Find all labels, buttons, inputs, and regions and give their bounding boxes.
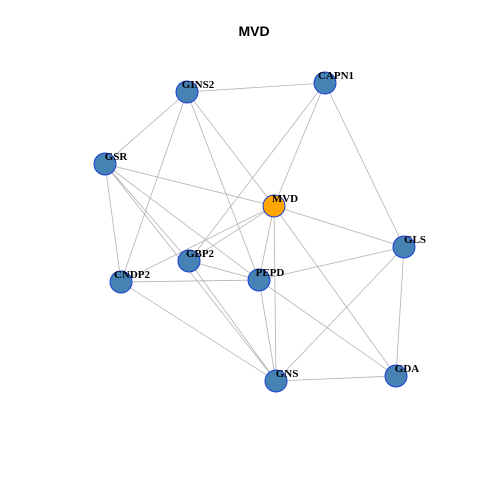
- node-label-gns: GNS: [276, 368, 299, 380]
- node-gbp2: GBP2: [177, 248, 215, 273]
- edge-gbp2-pepd: [188, 260, 260, 281]
- edge-capn1-gls: [324, 82, 405, 248]
- node-gsr: GSR: [93, 151, 129, 176]
- node-pepd: PEPD: [247, 267, 285, 292]
- node-circle-gins2: [175, 80, 199, 104]
- edge-mvd-pepd: [258, 205, 275, 281]
- edge-pepd-gns: [258, 279, 277, 382]
- edge-gsr-gns: [104, 163, 277, 382]
- edge-gins2-gsr: [104, 91, 188, 165]
- node-circle-gbp2: [177, 249, 201, 273]
- node-label-capn1: CAPN1: [318, 70, 354, 82]
- edge-mvd-gda: [273, 205, 397, 377]
- node-circle-gls: [392, 235, 416, 259]
- edge-mvd-cndp2: [120, 205, 275, 283]
- node-label-pepd: PEPD: [256, 267, 285, 279]
- node-label-gls: GLS: [404, 234, 426, 246]
- graph-title: MVD: [238, 23, 269, 39]
- edge-gins2-pepd: [186, 91, 260, 281]
- node-gins2: GINS2: [175, 79, 215, 104]
- edge-gins2-capn1: [186, 82, 326, 93]
- node-gls: GLS: [392, 234, 426, 259]
- edge-cndp2-gns: [120, 281, 277, 382]
- edge-mvd-gbp2: [188, 205, 275, 262]
- node-capn1: CAPN1: [313, 70, 354, 95]
- edge-gins2-mvd: [186, 91, 275, 207]
- edge-gls-pepd: [258, 246, 405, 281]
- node-label-gda: GDA: [395, 363, 420, 375]
- edge-gins2-cndp2: [120, 91, 188, 283]
- edge-gns-gda: [275, 375, 397, 382]
- edge-gls-gda: [395, 246, 405, 377]
- node-gda: GDA: [384, 363, 420, 388]
- edge-capn1-gbp2: [188, 82, 326, 262]
- edge-gsr-pepd: [104, 163, 260, 281]
- node-circle-gsr: [93, 152, 117, 176]
- node-label-gins2: GINS2: [182, 79, 215, 91]
- node-circle-gns: [264, 369, 288, 393]
- edge-mvd-gns: [273, 205, 277, 382]
- node-circle-cndp2: [109, 270, 133, 294]
- node-label-cndp2: CNDP2: [114, 269, 151, 281]
- edges-layer: [104, 82, 405, 382]
- node-mvd: MVD: [262, 193, 298, 218]
- edge-gsr-gbp2: [104, 163, 190, 262]
- node-circle-mvd: [262, 194, 286, 218]
- edge-gsr-cndp2: [104, 163, 122, 283]
- node-label-gbp2: GBP2: [186, 248, 215, 260]
- node-label-gsr: GSR: [105, 151, 129, 163]
- node-label-mvd: MVD: [272, 193, 298, 205]
- node-cndp2: CNDP2: [109, 269, 151, 294]
- edge-capn1-mvd: [273, 82, 326, 207]
- edge-pepd-cndp2: [120, 279, 260, 283]
- edge-gls-gns: [275, 246, 405, 382]
- edge-gsr-mvd: [104, 163, 275, 207]
- node-gns: GNS: [264, 368, 299, 393]
- node-circle-capn1: [313, 71, 337, 95]
- edge-pepd-gda: [258, 279, 397, 377]
- node-circle-pepd: [247, 268, 271, 292]
- node-circle-gda: [384, 364, 408, 388]
- edge-mvd-gls: [273, 205, 405, 248]
